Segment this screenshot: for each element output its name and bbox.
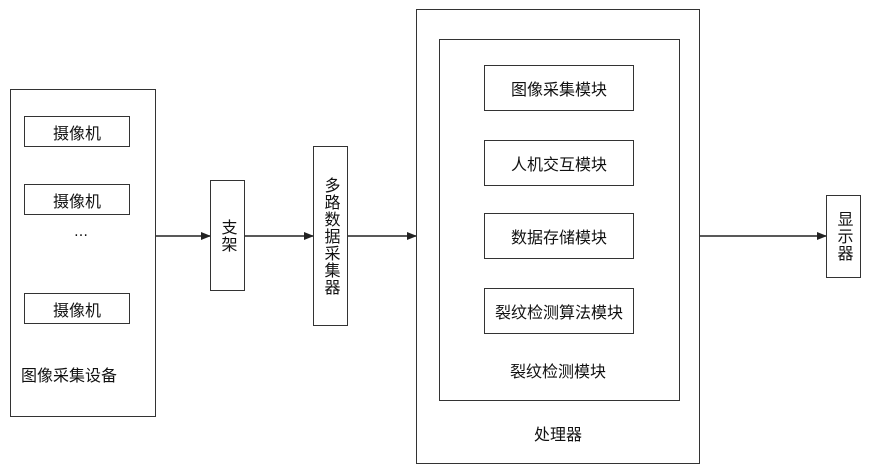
display-label: 显示器 — [836, 211, 852, 262]
submodule-data-storage: 数据存储模块 — [484, 213, 634, 259]
multiplexer-label: 多路数据采集器 — [323, 177, 339, 296]
submodule-crack-algorithm: 裂纹检测算法模块 — [484, 288, 634, 334]
camera-label: 摄像机 — [53, 120, 101, 144]
processor-title: 处理器 — [534, 421, 582, 445]
support-box: 支架 — [210, 180, 245, 291]
camera-ellipsis: … — [74, 224, 88, 240]
submodule-human-interaction: 人机交互模块 — [484, 140, 634, 186]
submodule-label: 数据存储模块 — [511, 224, 607, 248]
submodule-label: 人机交互模块 — [511, 151, 607, 175]
submodule-label: 图像采集模块 — [511, 76, 607, 100]
multiplexer-box: 多路数据采集器 — [313, 146, 348, 326]
crack-detection-module-title: 裂纹检测模块 — [510, 358, 606, 382]
camera-label: 摄像机 — [53, 297, 101, 321]
camera-box-1: 摄像机 — [24, 116, 130, 147]
acquisition-device-title: 图像采集设备 — [21, 362, 117, 386]
submodule-image-acquisition: 图像采集模块 — [484, 65, 634, 111]
submodule-label: 裂纹检测算法模块 — [495, 299, 623, 323]
camera-box-2: 摄像机 — [24, 184, 130, 215]
support-label: 支架 — [220, 219, 236, 253]
camera-label: 摄像机 — [53, 188, 101, 212]
display-box: 显示器 — [826, 195, 861, 278]
camera-box-3: 摄像机 — [24, 293, 130, 324]
